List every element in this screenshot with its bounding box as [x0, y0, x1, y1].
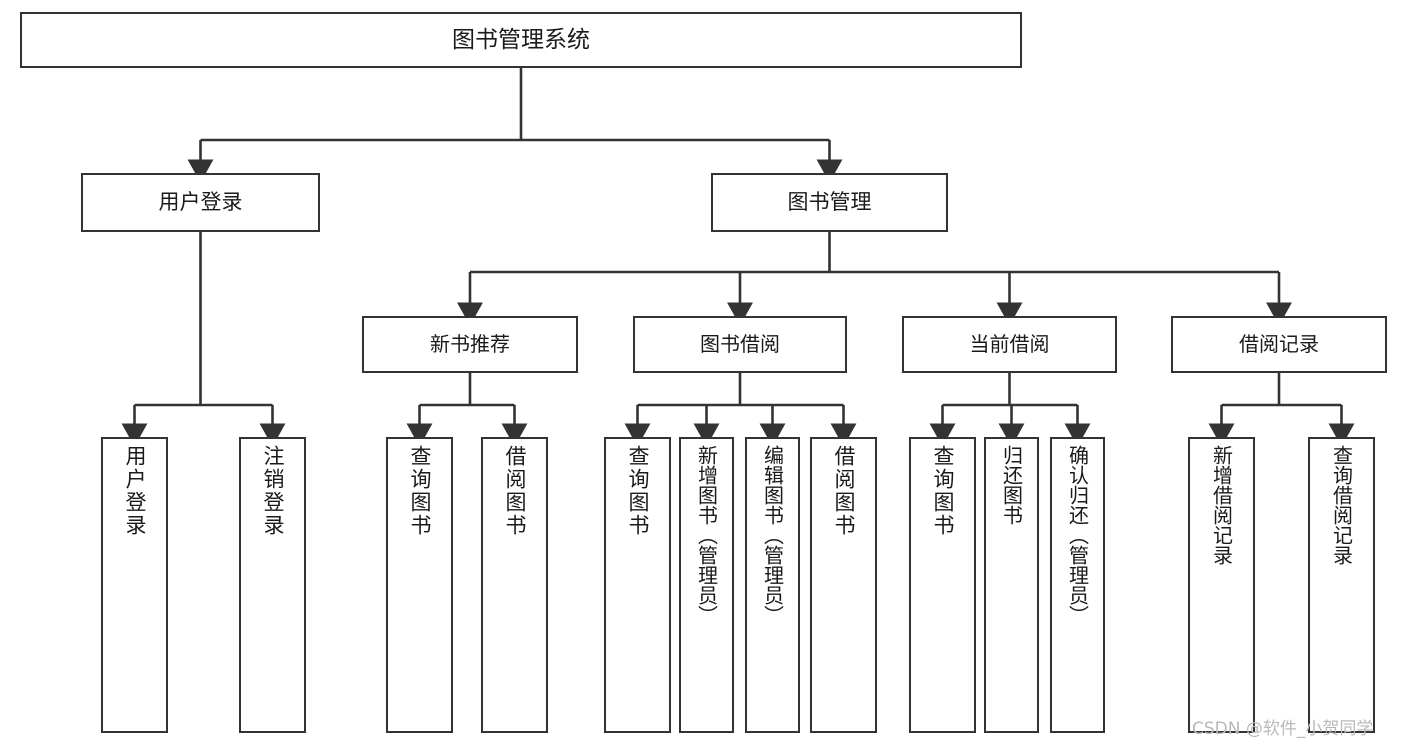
- leaf-borrow-book[interactable]: 借阅图书: [810, 437, 877, 733]
- leaf-query-book-current[interactable]: 查询图书: [909, 437, 976, 733]
- leaf-return-book[interactable]: 归还图书: [984, 437, 1039, 733]
- node-label: 借阅图书: [503, 445, 527, 537]
- leaf-logout[interactable]: 注销登录: [239, 437, 306, 733]
- node-label: 图书借阅: [700, 331, 780, 356]
- node-label: 用户登录: [158, 190, 243, 215]
- leaf-confirm-return-admin[interactable]: 确认归还（管理员）: [1050, 437, 1105, 733]
- node-label: 当前借阅: [969, 331, 1050, 356]
- node-label: 新书推荐: [430, 331, 510, 356]
- node-label: 确认归还（管理员）: [1065, 445, 1090, 625]
- node-label: 归还图书: [999, 445, 1024, 525]
- node-book-management[interactable]: 图书管理: [711, 173, 948, 232]
- node-user-login[interactable]: 用户登录: [81, 173, 320, 232]
- node-label: 注销登录: [261, 445, 285, 537]
- node-label: 查询图书: [408, 445, 432, 537]
- node-label: 借阅记录: [1239, 331, 1319, 356]
- leaf-add-book-admin[interactable]: 新增图书（管理员）: [679, 437, 734, 733]
- leaf-add-borrow-record[interactable]: 新增借阅记录: [1188, 437, 1255, 733]
- node-label: 图书管理: [787, 190, 872, 215]
- leaf-query-borrow-record[interactable]: 查询借阅记录: [1308, 437, 1375, 733]
- node-label: 新增借阅记录: [1209, 445, 1234, 565]
- node-borrow-records[interactable]: 借阅记录: [1171, 316, 1387, 373]
- node-label: 查询图书: [931, 445, 955, 537]
- node-root-book-management-system[interactable]: 图书管理系统: [20, 12, 1022, 68]
- leaf-borrow-book-recommend[interactable]: 借阅图书: [481, 437, 548, 733]
- leaf-user-login[interactable]: 用户登录: [101, 437, 168, 733]
- node-label: 编辑图书（管理员）: [760, 445, 785, 625]
- leaf-edit-book-admin[interactable]: 编辑图书（管理员）: [745, 437, 800, 733]
- watermark: CSDN @软件_小贺同学: [1192, 719, 1374, 739]
- node-label: 借阅图书: [832, 445, 856, 537]
- node-label: 用户登录: [123, 445, 147, 537]
- leaf-query-book-borrow[interactable]: 查询图书: [604, 437, 671, 733]
- leaf-query-book-recommend[interactable]: 查询图书: [386, 437, 453, 733]
- node-label: 图书管理系统: [452, 26, 590, 53]
- node-new-book-recommend[interactable]: 新书推荐: [362, 316, 578, 373]
- node-book-borrow[interactable]: 图书借阅: [633, 316, 847, 373]
- node-label: 查询图书: [626, 445, 650, 537]
- node-label: 查询借阅记录: [1329, 445, 1354, 565]
- node-current-borrow[interactable]: 当前借阅: [902, 316, 1117, 373]
- node-label: 新增图书（管理员）: [694, 445, 719, 625]
